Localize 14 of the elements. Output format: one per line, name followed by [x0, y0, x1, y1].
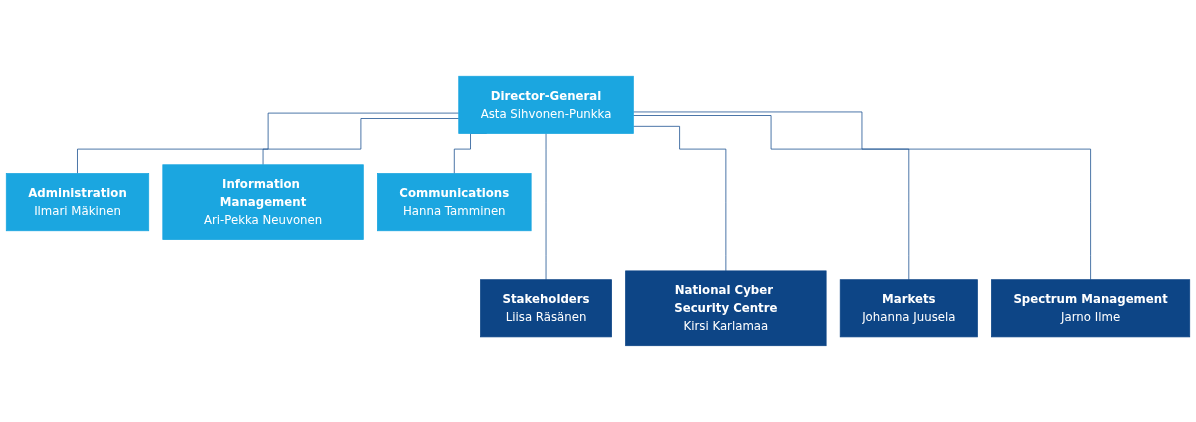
- connector: [262, 118, 460, 166]
- node-box: Communications Hanna Tamminen: [377, 173, 532, 232]
- connector: [77, 112, 460, 174]
- node-box: Stakeholders Liisa Räsänen: [480, 279, 612, 338]
- connector: [632, 125, 727, 272]
- node-box: Spectrum Management Jarno Ilme: [991, 279, 1191, 338]
- connector: [632, 115, 910, 281]
- node-box: National Cyber Security Centre Kirsi Karlamaa: [625, 270, 827, 347]
- connector: [632, 111, 1091, 281]
- node-box: Administration Ilmari Mäkinen: [5, 173, 150, 232]
- connector: [545, 133, 547, 281]
- node-box: Markets Johanna Juusela: [839, 279, 978, 338]
- node-box: Information Management Ari-Pekka Neuvonen: [162, 164, 364, 240]
- node-box: Director-General Asta Sihvonen-Punkka: [458, 75, 634, 134]
